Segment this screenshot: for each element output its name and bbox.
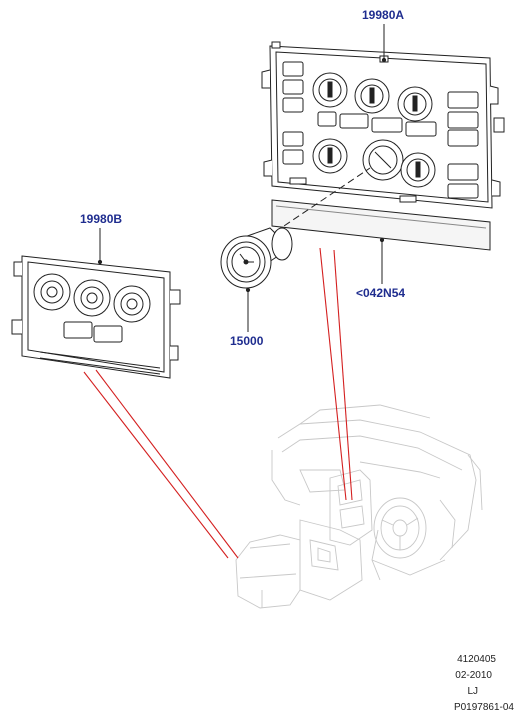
- leader-lines: [83, 247, 353, 559]
- climate-control-panel-19980b: [11, 255, 181, 379]
- part-label-042n54: <042N54: [356, 286, 406, 300]
- footer-date: 02-2010: [455, 670, 492, 681]
- knob-top-right: [397, 86, 433, 122]
- clock-gauge-15000: [220, 227, 293, 289]
- knob-b-right: [113, 285, 151, 323]
- knob-b-centre: [73, 279, 111, 317]
- alignment-dashed-line: [274, 167, 371, 233]
- footer-code: 4120405: [457, 654, 496, 665]
- part-label-15000: 15000: [230, 334, 264, 348]
- knob-top-left: [312, 72, 348, 108]
- gauge-aperture: [362, 139, 404, 181]
- knob-top-centre: [354, 78, 390, 114]
- label-leaders: [97, 24, 387, 332]
- trim-strip-042n54: [271, 199, 491, 251]
- footer-ref: P0197861-04: [453, 702, 514, 713]
- part-label-19980b: 19980B: [80, 212, 123, 226]
- knob-bottom-left: [312, 138, 348, 174]
- knob-b-left: [33, 273, 71, 311]
- climate-control-panel-19980a: [261, 41, 505, 209]
- vehicle-interior-ghost: [235, 404, 483, 609]
- footer-initials: LJ: [467, 686, 478, 697]
- part-label-19980a: 19980A: [362, 8, 405, 22]
- knob-bottom-right: [400, 152, 436, 188]
